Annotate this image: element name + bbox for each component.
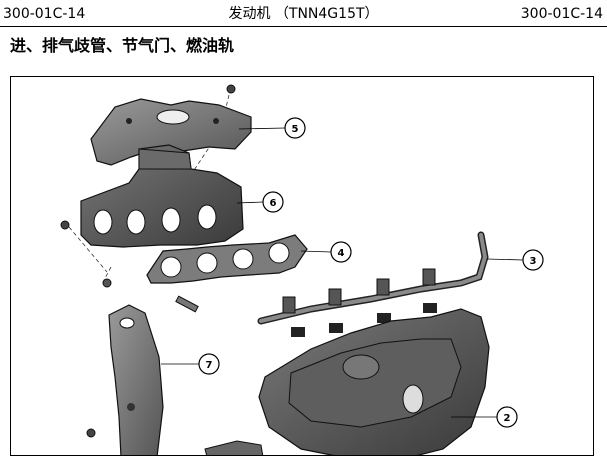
exhaust-manifold-part — [60, 144, 244, 288]
callout-leaders — [161, 127, 524, 418]
callout-4: 4 — [330, 241, 352, 263]
header-divider — [0, 26, 607, 27]
heat-shield-part — [90, 84, 252, 166]
callout-3: 3 — [522, 249, 544, 271]
callout-7-number: 7 — [206, 360, 213, 371]
exploded-view-figure: 5 6 4 3 7 2 — [10, 76, 594, 456]
callout-layer: 5 6 4 3 7 2 — [198, 117, 544, 428]
callout-2: 2 — [496, 406, 518, 428]
callout-2-number: 2 — [504, 413, 511, 424]
manifold-stud-bolt — [175, 295, 199, 313]
section-title: 进、排气歧管、节气门、燃油轨 — [10, 36, 235, 55]
callout-5-number: 5 — [292, 124, 299, 135]
callout-3-number: 3 — [530, 256, 537, 267]
exploded-view-drawing — [60, 84, 524, 455]
callout-6: 6 — [262, 191, 284, 213]
callout-4-number: 4 — [338, 248, 345, 259]
intake-manifold-part — [258, 308, 490, 455]
exhaust-gasket-part — [146, 234, 308, 284]
page-code-left: 300-01C-14 — [3, 6, 86, 22]
callout-5: 5 — [284, 117, 306, 139]
bracket-part — [86, 304, 164, 455]
page-code-right: 300-01C-14 — [520, 6, 603, 22]
page-header-title: 发动机 （TNN4G15T） — [228, 6, 379, 22]
callout-7: 7 — [198, 353, 220, 375]
callout-6-number: 6 — [270, 198, 277, 209]
fuel-rail-part — [257, 231, 489, 337]
